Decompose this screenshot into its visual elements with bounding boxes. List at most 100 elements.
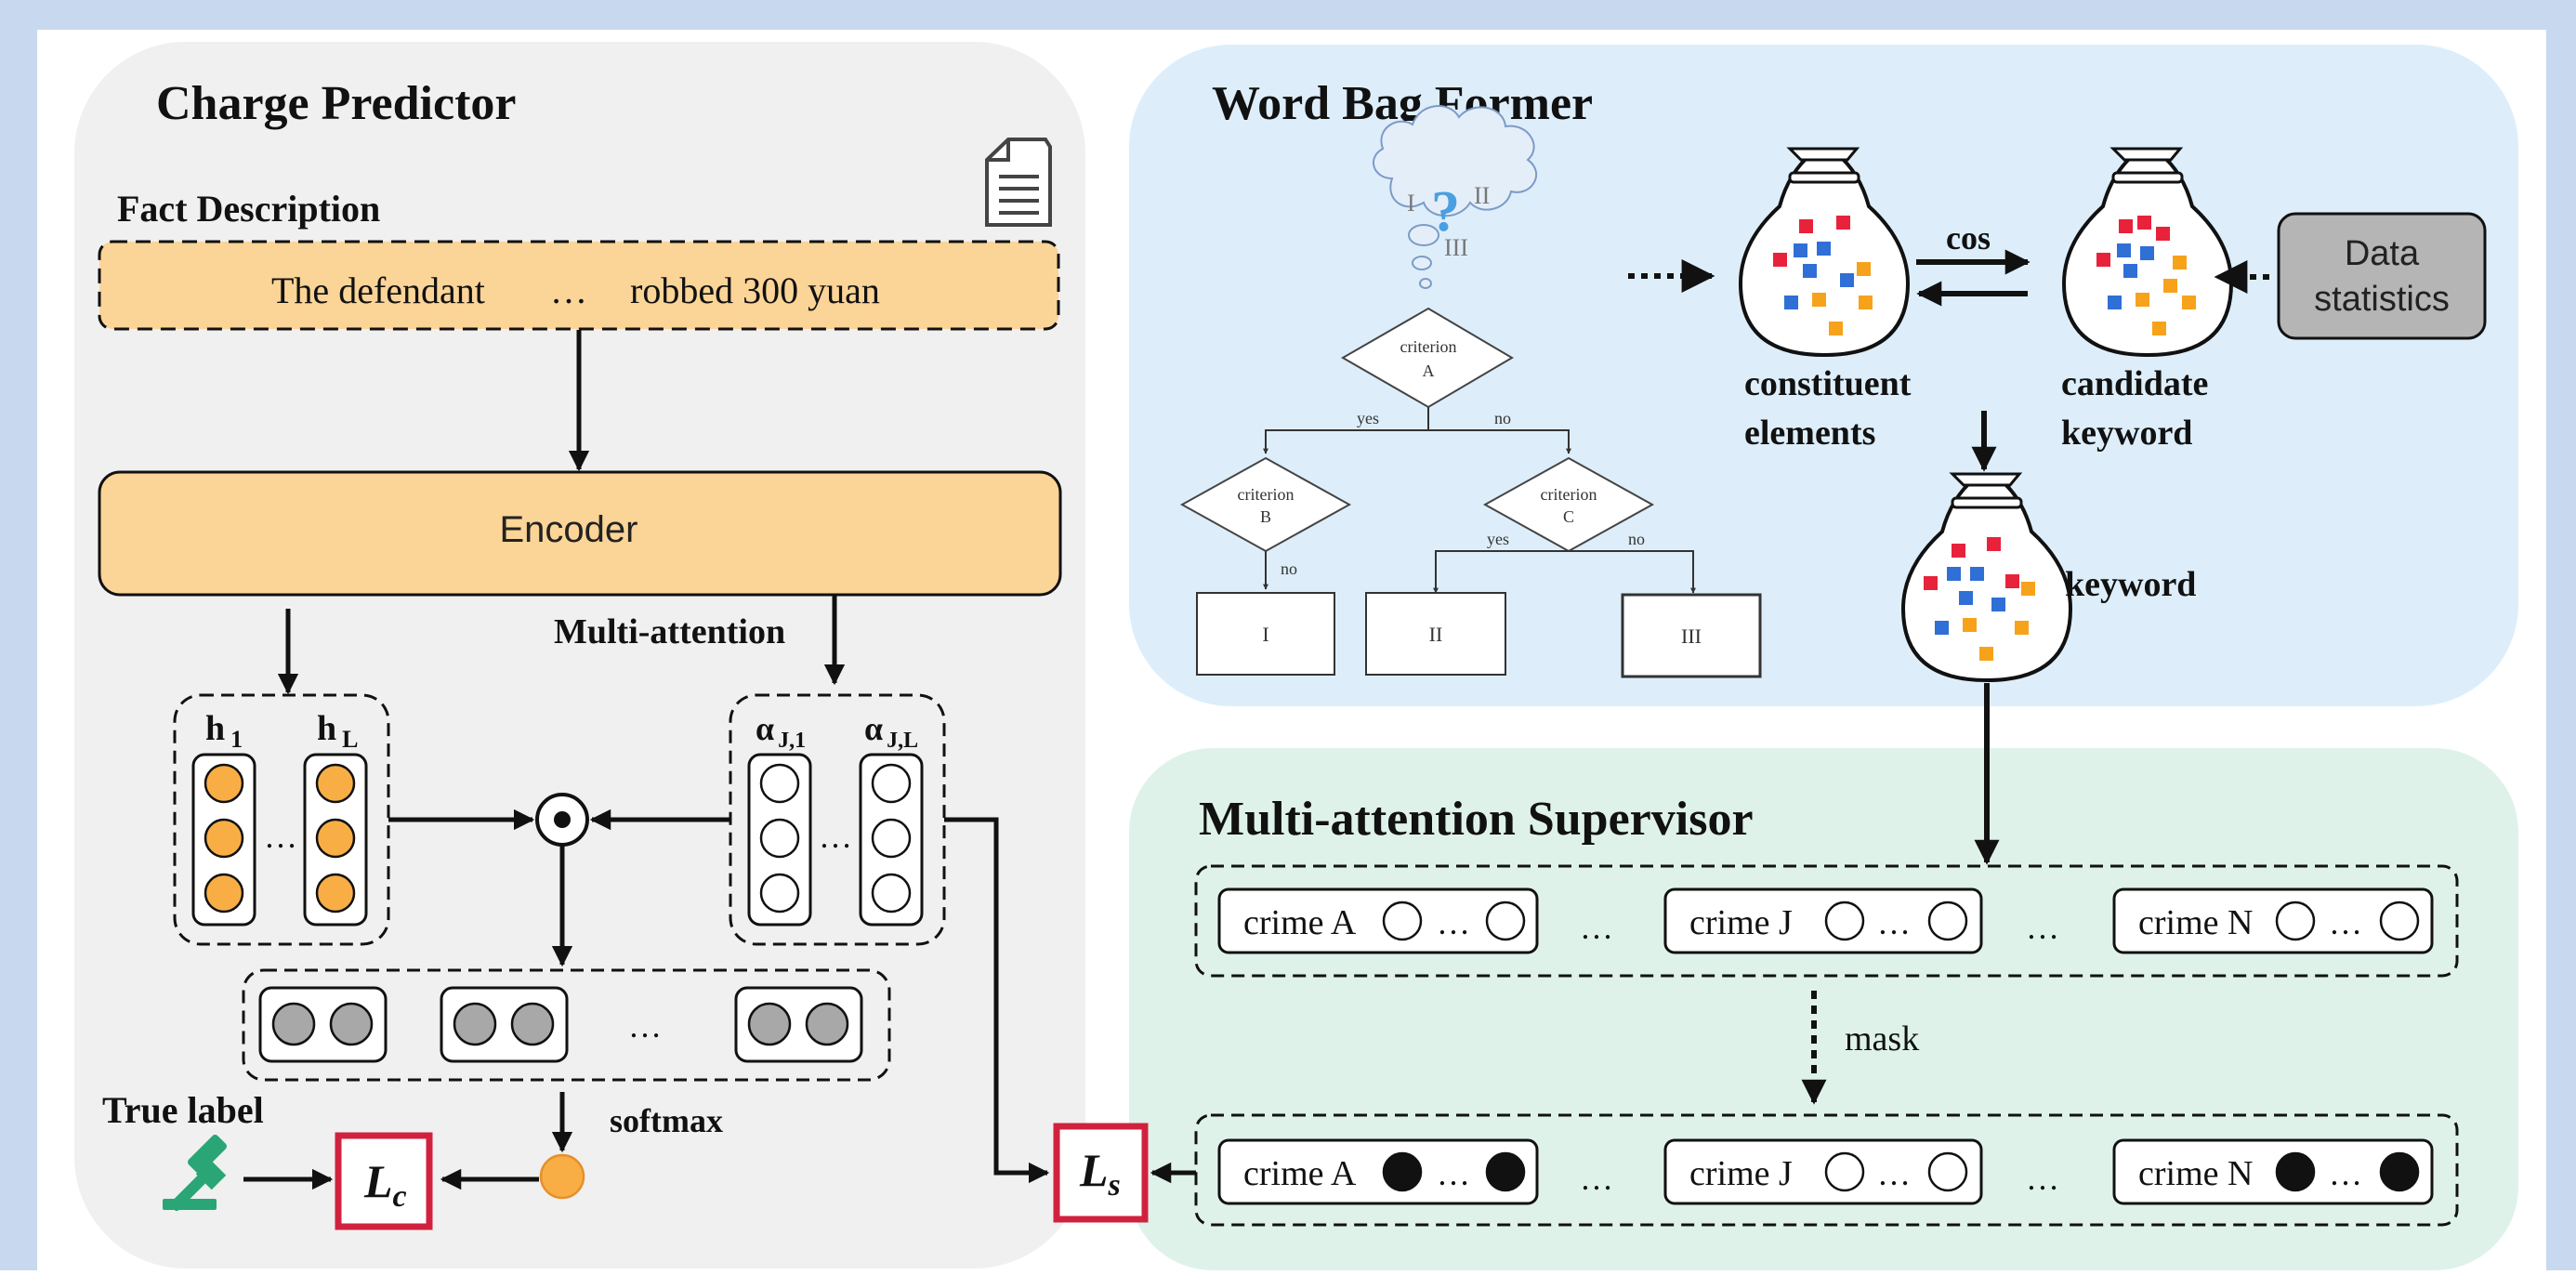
data-statistics-box (2277, 212, 2487, 340)
mask-label: mask (1845, 1019, 1919, 1058)
crime-a-node-masked (1485, 1151, 1526, 1192)
crime-j-box-masked (1663, 1138, 1983, 1205)
softmax-label: softmax (610, 1102, 723, 1139)
fact-text-dots: … (550, 269, 587, 311)
attention-dots: … (819, 818, 852, 855)
keyword-label: keyword (2065, 565, 2196, 604)
crime-a-dots: … (1437, 904, 1470, 941)
crime-n-node (2275, 900, 2316, 941)
tree-branch-a-right (1428, 429, 1571, 454)
hidden-node (204, 873, 244, 914)
crime-n-label-masked: crime N (2138, 1154, 2253, 1193)
crime-j-node-masked (1824, 1151, 1865, 1192)
constituent-label-2: elements (1744, 414, 1875, 453)
loss-s-label: Ls (1079, 1144, 1121, 1203)
crime-n-box (2112, 887, 2434, 954)
fact-description-box (98, 240, 1060, 331)
hidden-dots: … (264, 818, 297, 855)
hidden-node (204, 818, 244, 859)
charge-predictor-title: Charge Predictor (156, 77, 516, 130)
attention-node (871, 818, 912, 859)
fact-text-right: robbed 300 yuan (630, 269, 880, 311)
multi-attention-label: Multi-attention (554, 612, 785, 651)
crime-j-box (1663, 887, 1983, 954)
criterion-b-label: criterion (1238, 485, 1295, 504)
crime-a-node-masked (1382, 1151, 1423, 1192)
data-statistics-label-1: Data (2345, 234, 2420, 273)
hidden-node (315, 873, 356, 914)
crime-n-dots-masked: … (2329, 1155, 2362, 1192)
crime-j-label: crime J (1689, 903, 1793, 942)
row-dots-masked: … (2026, 1160, 2059, 1197)
crime-a-box-masked (1217, 1138, 1539, 1205)
charge-predictor-panel (74, 42, 1085, 1268)
keyword-bag-icon (1900, 472, 2073, 683)
data-statistics-label-2: statistics (2314, 280, 2450, 319)
tree-branch-c (1433, 550, 1569, 594)
cos-label: cos (1946, 219, 1991, 256)
true-label-text: True label (102, 1089, 264, 1131)
crime-n-node-masked (2275, 1151, 2316, 1192)
hidden-states-group (173, 693, 390, 946)
crime-row-masked (1194, 1113, 2459, 1227)
row-dots: … (2026, 909, 2059, 946)
crime-n-label: crime N (2138, 903, 2253, 942)
dot-product-center (554, 811, 571, 828)
gavel-icon (163, 1135, 227, 1212)
cloud-roman-2: II (1474, 182, 1490, 209)
crime-n-node (2379, 900, 2420, 941)
weighted-node (271, 1002, 316, 1046)
weighted-node (329, 1002, 374, 1046)
fact-text-left: The defendant (271, 269, 485, 311)
loss-c-label: Lc (363, 1155, 407, 1214)
tree-no-1: no (1494, 409, 1511, 427)
criterion-a-label: criterion (1400, 337, 1457, 356)
attention-to-loss-s-arrow (944, 817, 1050, 1184)
crime-j-node-masked (1927, 1151, 1968, 1192)
weighted-node (453, 1002, 497, 1046)
crime-a-label-masked: crime A (1243, 1154, 1357, 1193)
crime-j-dots-masked: … (1877, 1155, 1911, 1192)
tree-yes-2: yes (1487, 530, 1509, 548)
crime-j-node (1927, 900, 1968, 941)
candidate-keyword-bag-icon (2061, 147, 2234, 358)
cloud-question-mark: ? (1431, 180, 1460, 243)
encoder-box (98, 470, 1062, 597)
criterion-c-label: criterion (1541, 485, 1597, 504)
criterion-b-letter: B (1260, 507, 1271, 526)
hidden-node (204, 763, 244, 804)
constituent-label-1: constituent (1744, 364, 1912, 403)
criterion-c-letter: C (1563, 507, 1574, 526)
crime-a-dots-masked: … (1437, 1155, 1470, 1192)
tree-leaf-2-label: II (1429, 623, 1443, 646)
tree-branch-a (1263, 407, 1429, 454)
supervisor-title: Multi-attention Supervisor (1199, 793, 1754, 846)
document-icon (985, 138, 1052, 227)
row-dots-masked: … (1580, 1160, 1613, 1197)
weighted-node (510, 1002, 555, 1046)
constituent-elements-bag-icon (1738, 147, 1911, 358)
attention-node (871, 763, 912, 804)
weighted-node (805, 1002, 849, 1046)
crime-n-box-masked (2112, 1138, 2434, 1205)
tree-leaf-3 (1621, 593, 1762, 678)
attention-node (759, 818, 800, 859)
crime-a-node (1485, 900, 1526, 941)
hidden-node (315, 763, 356, 804)
crime-j-node (1824, 900, 1865, 941)
attention-node (759, 873, 800, 914)
prediction-node (539, 1153, 585, 1200)
attention-node (871, 873, 912, 914)
cloud-roman-3: III (1444, 234, 1468, 261)
crime-n-node-masked (2379, 1151, 2420, 1192)
candidate-label-2: keyword (2061, 414, 2192, 453)
crime-a-node (1382, 900, 1423, 941)
attention-node (759, 763, 800, 804)
crime-a-box (1217, 887, 1539, 954)
tree-leaf-1-label: I (1262, 623, 1268, 646)
